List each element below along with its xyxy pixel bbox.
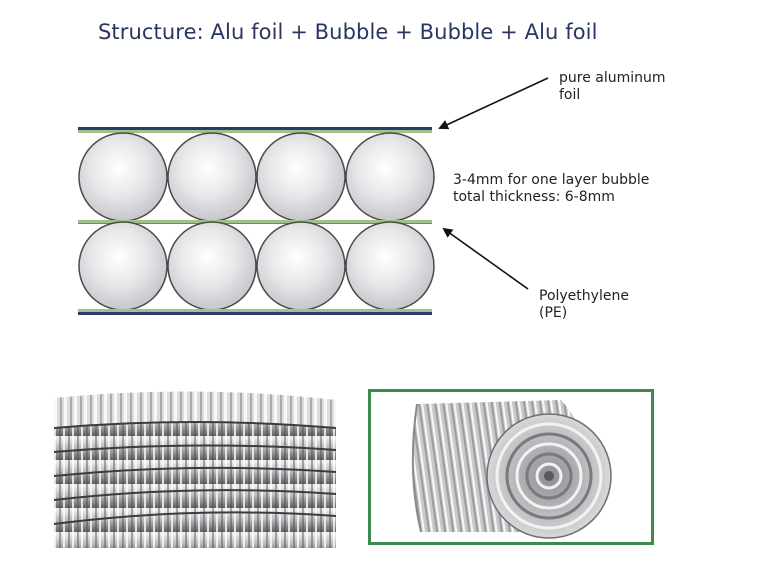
bubble — [345, 221, 435, 311]
top-foil-layer — [78, 127, 432, 133]
foil-arrow — [438, 77, 549, 130]
structure-diagram — [78, 77, 549, 315]
stacked-foil-sheets-image — [54, 388, 336, 548]
bubble — [167, 221, 257, 311]
bottom-bubble-row — [78, 221, 435, 311]
foil-roll-image — [368, 389, 654, 545]
pe-label: Polyethylene (PE) — [539, 288, 629, 321]
pe-arrow — [442, 227, 529, 290]
bubble — [256, 221, 346, 311]
bubble — [78, 132, 168, 222]
foil-label: pure aluminum foil — [559, 70, 666, 103]
bubble — [256, 132, 346, 222]
bottom-foil-layer — [78, 309, 432, 315]
page-title: Structure: Alu foil + Bubble + Bubble + … — [98, 20, 598, 44]
middle-pe-layer — [78, 220, 432, 224]
bubble — [345, 132, 435, 222]
bubble — [78, 221, 168, 311]
bubble — [167, 132, 257, 222]
top-bubble-row — [78, 132, 435, 222]
bubble-thickness-label: 3-4mm for one layer bubble total thickne… — [453, 172, 650, 205]
